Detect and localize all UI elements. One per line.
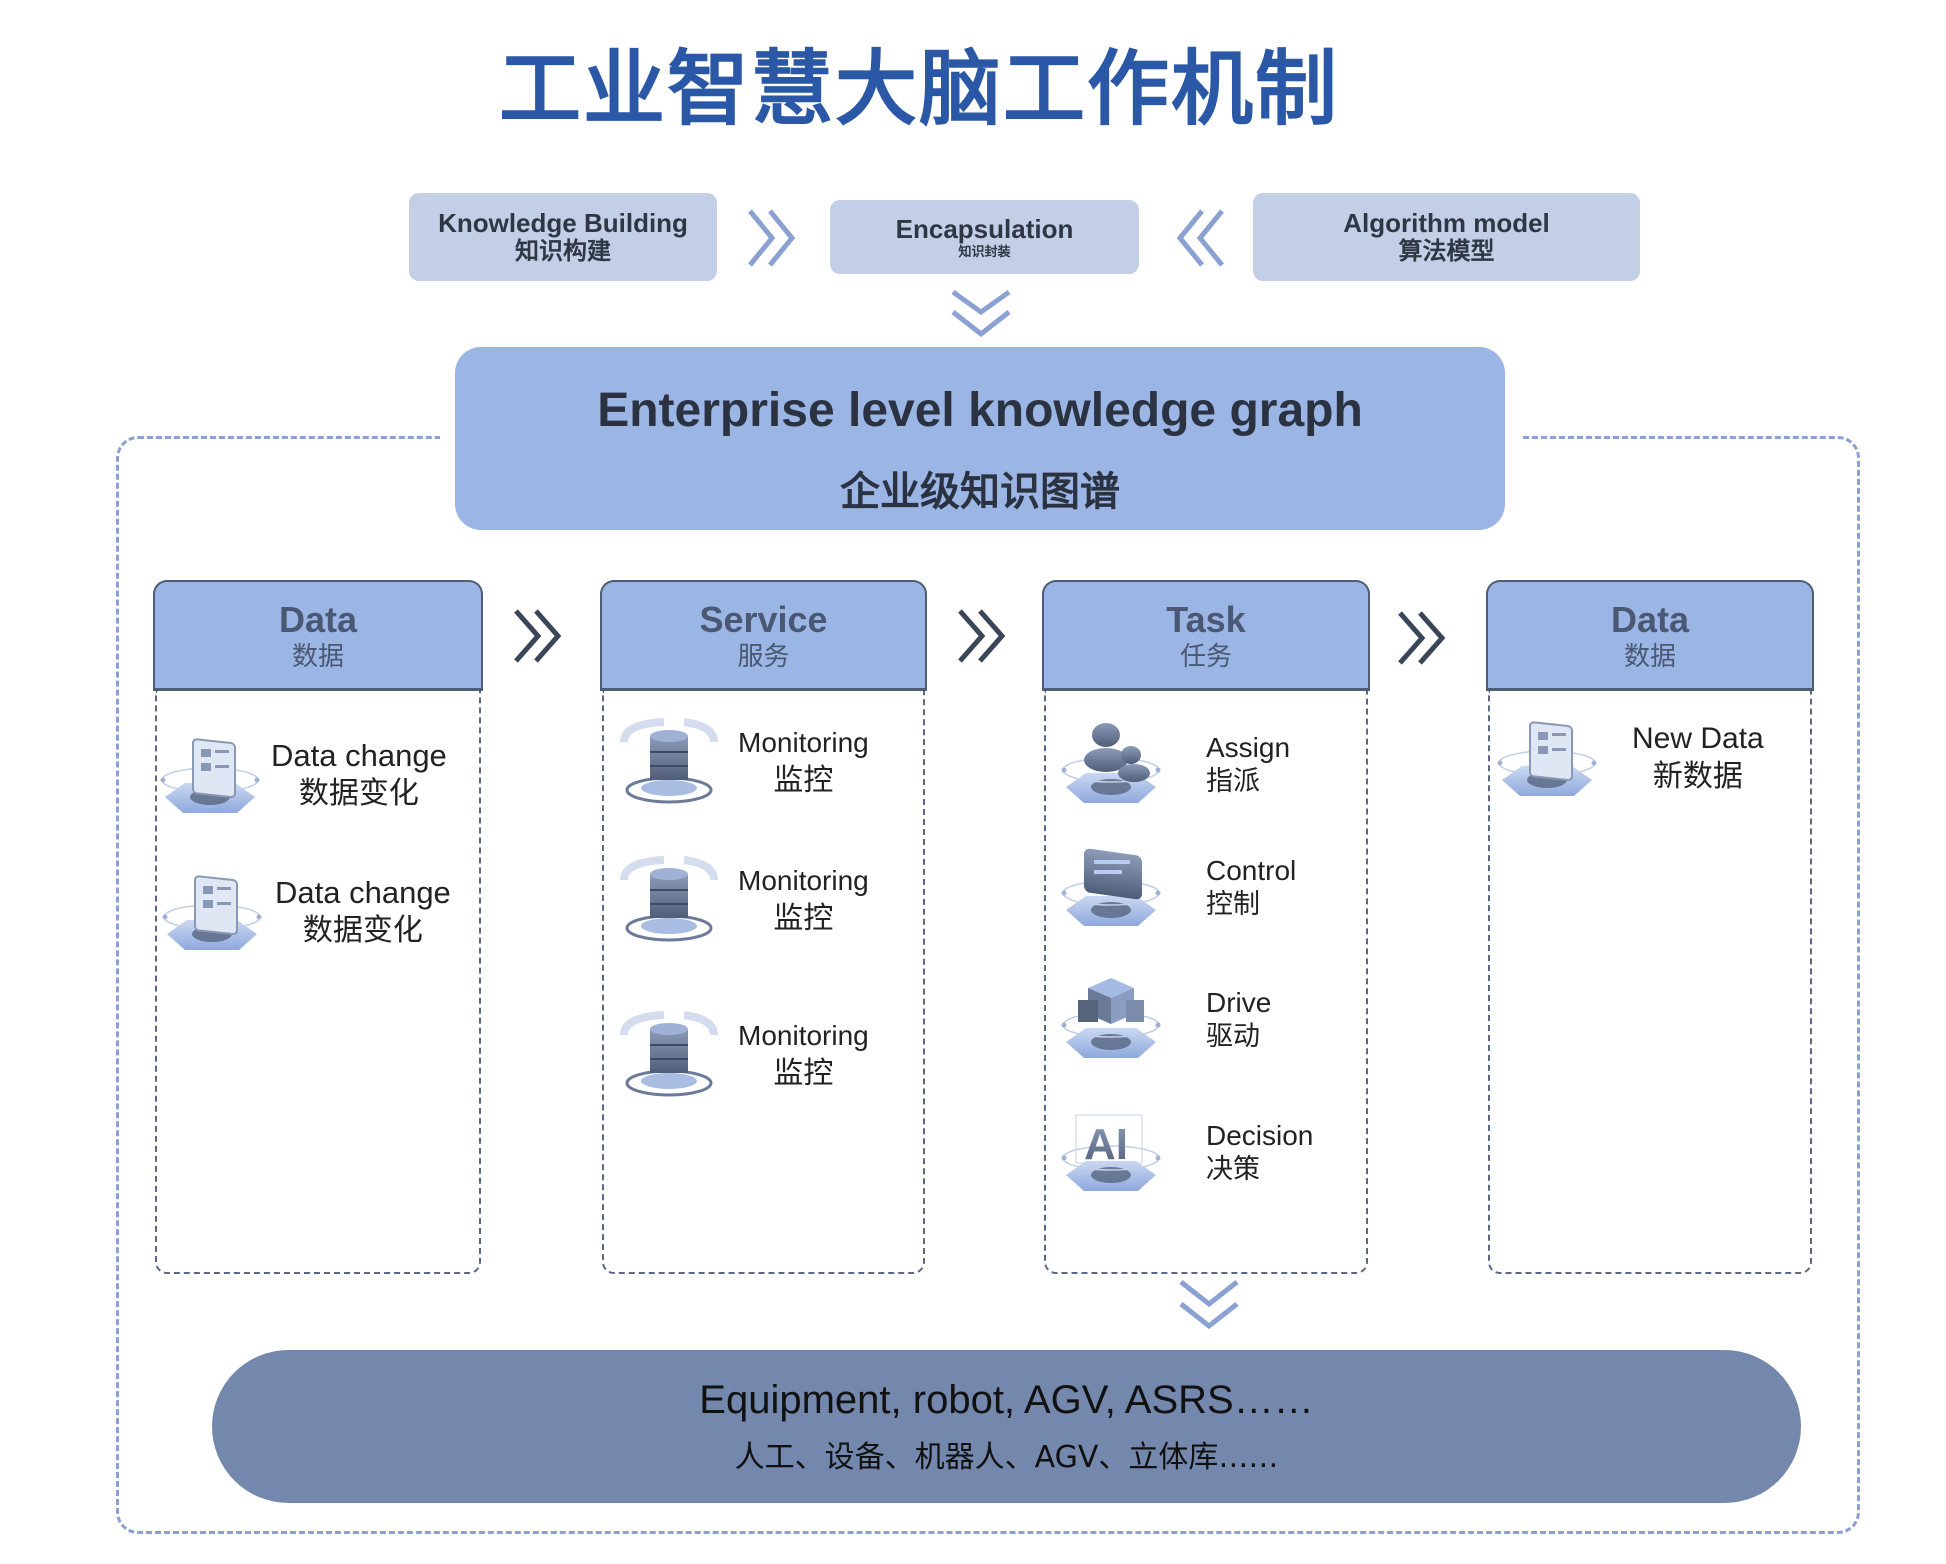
item-label-zh: 驱动 <box>1206 1021 1260 1052</box>
item-text: Data change 数据变化 <box>275 874 451 950</box>
algorithm-model-label-en: Algorithm model <box>1343 208 1550 238</box>
column-task: Task 任务 Assign 指派 Control 控制 <box>1042 580 1370 1274</box>
knowledge-graph-title-en: Enterprise level knowledge graph <box>597 384 1363 437</box>
algorithm-model-label-zh: 算法模型 <box>1398 238 1495 265</box>
database-monitor-icon <box>620 856 718 942</box>
item-label-zh: 数据变化 <box>302 913 423 948</box>
column-title-en: Service <box>699 599 828 640</box>
column-title-zh: 任务 <box>1179 642 1232 672</box>
column-body <box>1488 691 1812 1274</box>
database-monitor-icon <box>620 1011 718 1097</box>
chevron-right-icon <box>958 609 1006 663</box>
item-label-en: Assign <box>1206 732 1291 763</box>
item-text: New Data 新数据 <box>1632 720 1764 796</box>
item-label-zh: 指派 <box>1206 766 1260 797</box>
document-platform-icon <box>161 875 263 951</box>
item-text: Monitoring 监控 <box>738 1017 869 1093</box>
page-title: 工业智慧大脑工作机制 <box>499 42 1340 137</box>
column-header: Service 服务 <box>600 580 927 691</box>
list-item: Data change 数据变化 <box>155 725 447 825</box>
column-body <box>1044 691 1368 1274</box>
chevron-down-icon <box>1179 1280 1239 1330</box>
list-item: New Data 新数据 <box>1492 708 1764 808</box>
item-label-en: Monitoring <box>738 1020 869 1051</box>
screen-platform-icon <box>1060 848 1162 927</box>
item-text: Monitoring 监控 <box>738 862 869 938</box>
knowledge-building-label-en: Knowledge Building <box>438 208 688 238</box>
document-platform-icon <box>159 738 261 814</box>
list-item: Monitoring 监控 <box>614 1005 869 1105</box>
item-label-en: Control <box>1206 855 1297 886</box>
column-header: Data 数据 <box>1486 580 1814 691</box>
column-service: Service 服务 Monitoring 监控 <box>600 580 927 1274</box>
column-new-data: Data 数据 New Data 新数据 <box>1486 580 1814 1274</box>
item-text: Drive 驱动 <box>1206 986 1271 1054</box>
chevron-down-icon <box>951 289 1011 338</box>
item-label-zh: 监控 <box>773 763 834 798</box>
svg-text:AI: AI <box>1084 1120 1128 1169</box>
chevron-right-icon <box>514 609 562 663</box>
item-label-zh: 新数据 <box>1652 759 1743 794</box>
algorithm-model-box: Algorithm model 算法模型 <box>1253 193 1640 281</box>
list-item: Monitoring 监控 <box>614 712 869 812</box>
list-item: Monitoring 监控 <box>614 850 869 950</box>
list-item: Drive 驱动 <box>1056 970 1271 1070</box>
item-text: Data change 数据变化 <box>271 737 447 813</box>
users-platform-icon <box>1060 723 1162 804</box>
encapsulation-box: Encapsulation 知识封装 <box>830 200 1139 274</box>
list-item: AI Decision 决策 <box>1056 1103 1313 1203</box>
item-label-en: Data change <box>271 738 447 773</box>
list-item: Assign 指派 <box>1056 715 1290 815</box>
cube-platform-icon <box>1060 978 1162 1059</box>
item-label-en: Monitoring <box>738 727 869 758</box>
column-body <box>602 691 925 1274</box>
column-title-en: Task <box>1166 599 1246 640</box>
column-header: Task 任务 <box>1042 580 1370 691</box>
item-label-en: Decision <box>1206 1120 1314 1151</box>
chevron-left-icon <box>1176 209 1224 267</box>
list-item: Data change 数据变化 <box>157 862 451 962</box>
knowledge-graph-box: Enterprise level knowledge graph 企业级知识图谱 <box>455 347 1505 530</box>
item-label-zh: 数据变化 <box>298 776 419 811</box>
chevron-right-icon <box>748 209 796 267</box>
column-header: Data 数据 <box>153 580 483 691</box>
item-text: Decision 决策 <box>1206 1119 1313 1187</box>
equipment-layer: Equipment, robot, AGV, ASRS…… 人工、设备、机器人、… <box>212 1350 1801 1503</box>
item-label-en: Monitoring <box>738 865 869 896</box>
encapsulation-label-en: Encapsulation <box>895 214 1074 244</box>
document-platform-icon <box>1496 721 1598 797</box>
ai-platform-icon: AI <box>1060 1114 1162 1192</box>
item-label-zh: 监控 <box>773 1056 834 1091</box>
encapsulation-label-zh: 知识封装 <box>958 244 1011 259</box>
item-text: Assign 指派 <box>1206 731 1290 799</box>
item-label-zh: 控制 <box>1206 889 1260 920</box>
column-title-en: Data <box>1610 599 1690 640</box>
column-title-zh: 服务 <box>737 642 790 672</box>
item-label-zh: 决策 <box>1206 1154 1260 1185</box>
list-item: Control 控制 <box>1056 838 1296 938</box>
item-text: Monitoring 监控 <box>738 724 869 800</box>
item-label-en: Data change <box>275 875 451 910</box>
chevron-right-icon <box>1398 611 1446 665</box>
equipment-label-en: Equipment, robot, AGV, ASRS…… <box>699 1378 1314 1422</box>
knowledge-building-label-zh: 知识构建 <box>515 238 611 265</box>
column-title-zh: 数据 <box>291 642 344 672</box>
column-body <box>155 691 481 1274</box>
knowledge-building-box: Knowledge Building 知识构建 <box>409 193 717 281</box>
column-data: Data 数据 Data change 数据变化 Data change 数据变… <box>153 580 483 1274</box>
item-label-zh: 监控 <box>773 901 834 936</box>
column-title-zh: 数据 <box>1623 642 1676 672</box>
database-monitor-icon <box>620 718 718 804</box>
column-title-en: Data <box>278 599 358 640</box>
knowledge-graph-title-zh: 企业级知识图谱 <box>840 469 1120 515</box>
item-label-en: Drive <box>1206 987 1272 1018</box>
equipment-label-zh: 人工、设备、机器人、AGV、立体库…… <box>734 1440 1279 1475</box>
item-label-en: New Data <box>1632 722 1764 755</box>
item-text: Control 控制 <box>1206 854 1296 922</box>
